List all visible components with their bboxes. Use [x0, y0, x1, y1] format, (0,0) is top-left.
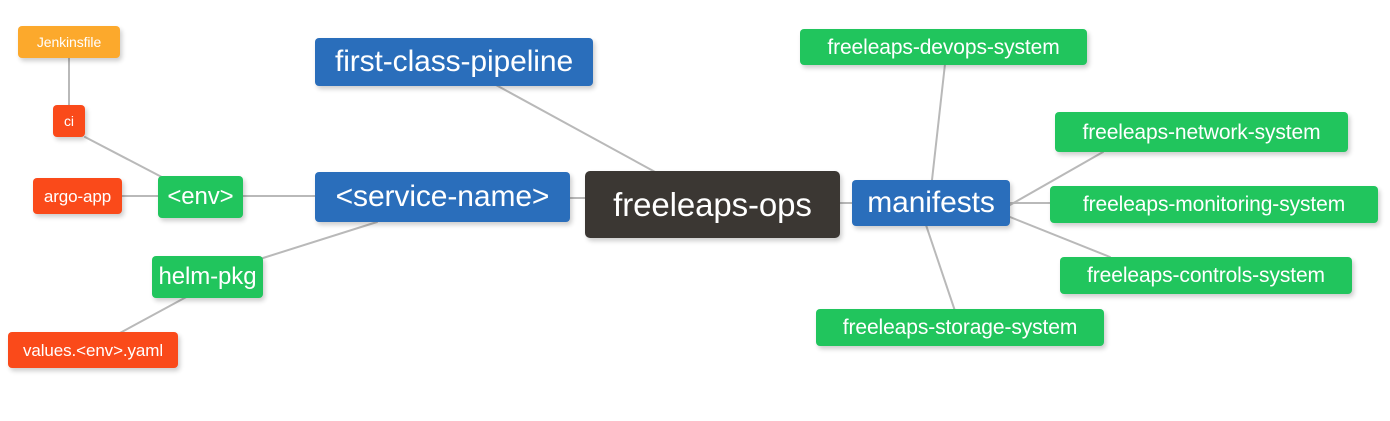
- edge-values-helmpkg: [117, 294, 191, 335]
- node-freeleaps-storage-system[interactable]: freeleaps-storage-system: [816, 309, 1104, 346]
- node-ci[interactable]: ci: [53, 105, 85, 137]
- node-freeleaps-devops-system-label: freeleaps-devops-system: [827, 35, 1060, 59]
- edge-manifests-devops: [931, 63, 946, 181]
- node-freeleaps-storage-system-label: freeleaps-storage-system: [842, 316, 1078, 339]
- node-env-label: <env>: [167, 183, 234, 210]
- edge-pipeline-root: [495, 84, 658, 174]
- node-root-freeleaps-ops[interactable]: freeleaps-ops: [585, 171, 840, 238]
- node-argo-app[interactable]: argo-app: [33, 178, 122, 214]
- node-values-yaml-label: values.<env>.yaml: [22, 340, 164, 360]
- node-root-label: freeleaps-ops: [613, 186, 812, 223]
- node-freeleaps-controls-system[interactable]: freeleaps-controls-system: [1060, 257, 1352, 294]
- node-service-name-label: <service-name>: [335, 180, 550, 213]
- edge-manifests-controls: [1009, 216, 1111, 258]
- node-freeleaps-devops-system[interactable]: freeleaps-devops-system: [800, 29, 1087, 65]
- node-values-yaml[interactable]: values.<env>.yaml: [8, 332, 178, 368]
- node-freeleaps-network-system[interactable]: freeleaps-network-system: [1055, 112, 1348, 152]
- node-jenkinsfile[interactable]: Jenkinsfile: [18, 26, 120, 58]
- node-first-class-pipeline[interactable]: first-class-pipeline: [315, 38, 593, 86]
- node-freeleaps-network-system-label: freeleaps-network-system: [1082, 120, 1321, 144]
- node-argo-app-label: argo-app: [43, 186, 112, 206]
- node-env[interactable]: <env>: [158, 176, 243, 218]
- node-jenkinsfile-label: Jenkinsfile: [36, 34, 102, 50]
- edge-manifests-storage: [925, 224, 956, 312]
- node-freeleaps-controls-system-label: freeleaps-controls-system: [1087, 264, 1325, 287]
- node-freeleaps-monitoring-system[interactable]: freeleaps-monitoring-system: [1050, 186, 1378, 223]
- node-manifests-label: manifests: [867, 186, 995, 219]
- node-service-name[interactable]: <service-name>: [315, 172, 570, 222]
- node-first-class-pipeline-label: first-class-pipeline: [334, 45, 574, 78]
- node-helm-pkg-label: helm-pkg: [158, 263, 257, 290]
- node-helm-pkg[interactable]: helm-pkg: [152, 256, 263, 298]
- node-manifests[interactable]: manifests: [852, 180, 1010, 226]
- node-freeleaps-monitoring-system-label: freeleaps-monitoring-system: [1082, 193, 1346, 216]
- node-ci-label: ci: [64, 113, 74, 129]
- edge-helmpkg-servicename: [262, 221, 378, 259]
